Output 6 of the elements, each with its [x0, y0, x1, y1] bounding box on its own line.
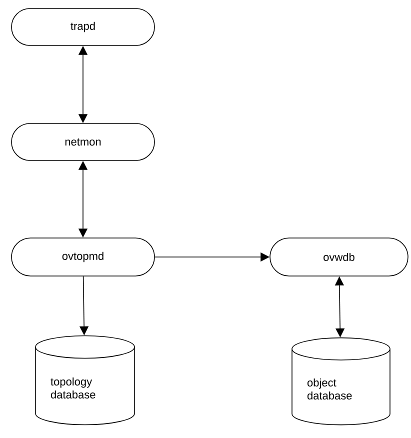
process-box: trapd — [11, 8, 155, 46]
process-box: ovwdb — [270, 238, 408, 276]
database-cylinder: topology database — [35, 335, 135, 426]
process-box: netmon — [11, 123, 155, 161]
database-cylinder: object database — [292, 337, 390, 426]
process-box: ovtopmd — [11, 238, 155, 276]
